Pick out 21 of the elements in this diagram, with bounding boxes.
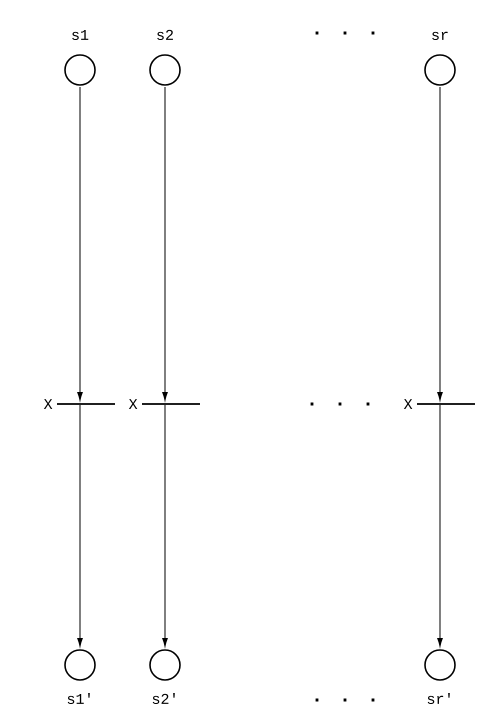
node-label: s2 [157, 30, 173, 40]
arrow [77, 404, 83, 647]
arrow [437, 404, 443, 647]
node-label: X [404, 399, 412, 409]
arrow [162, 404, 168, 647]
arrow [77, 86, 83, 401]
node-label: X [44, 399, 52, 409]
node-label: s1 [72, 30, 88, 40]
arrow [437, 86, 443, 401]
node-label: X [128, 399, 138, 409]
transition-bar: X [128, 399, 200, 409]
transition-bar: X [44, 399, 115, 409]
node-label: sr [432, 32, 448, 40]
ellipsis: . . . [316, 698, 374, 702]
transition-bar: X [404, 399, 475, 409]
arrow [162, 86, 168, 401]
node-label: sr' [428, 693, 450, 704]
ellipsis: . . . [310, 402, 370, 406]
node-label: s1' [68, 693, 90, 704]
ellipsis: . . . [316, 32, 374, 34]
node-label: s2' [152, 693, 175, 704]
